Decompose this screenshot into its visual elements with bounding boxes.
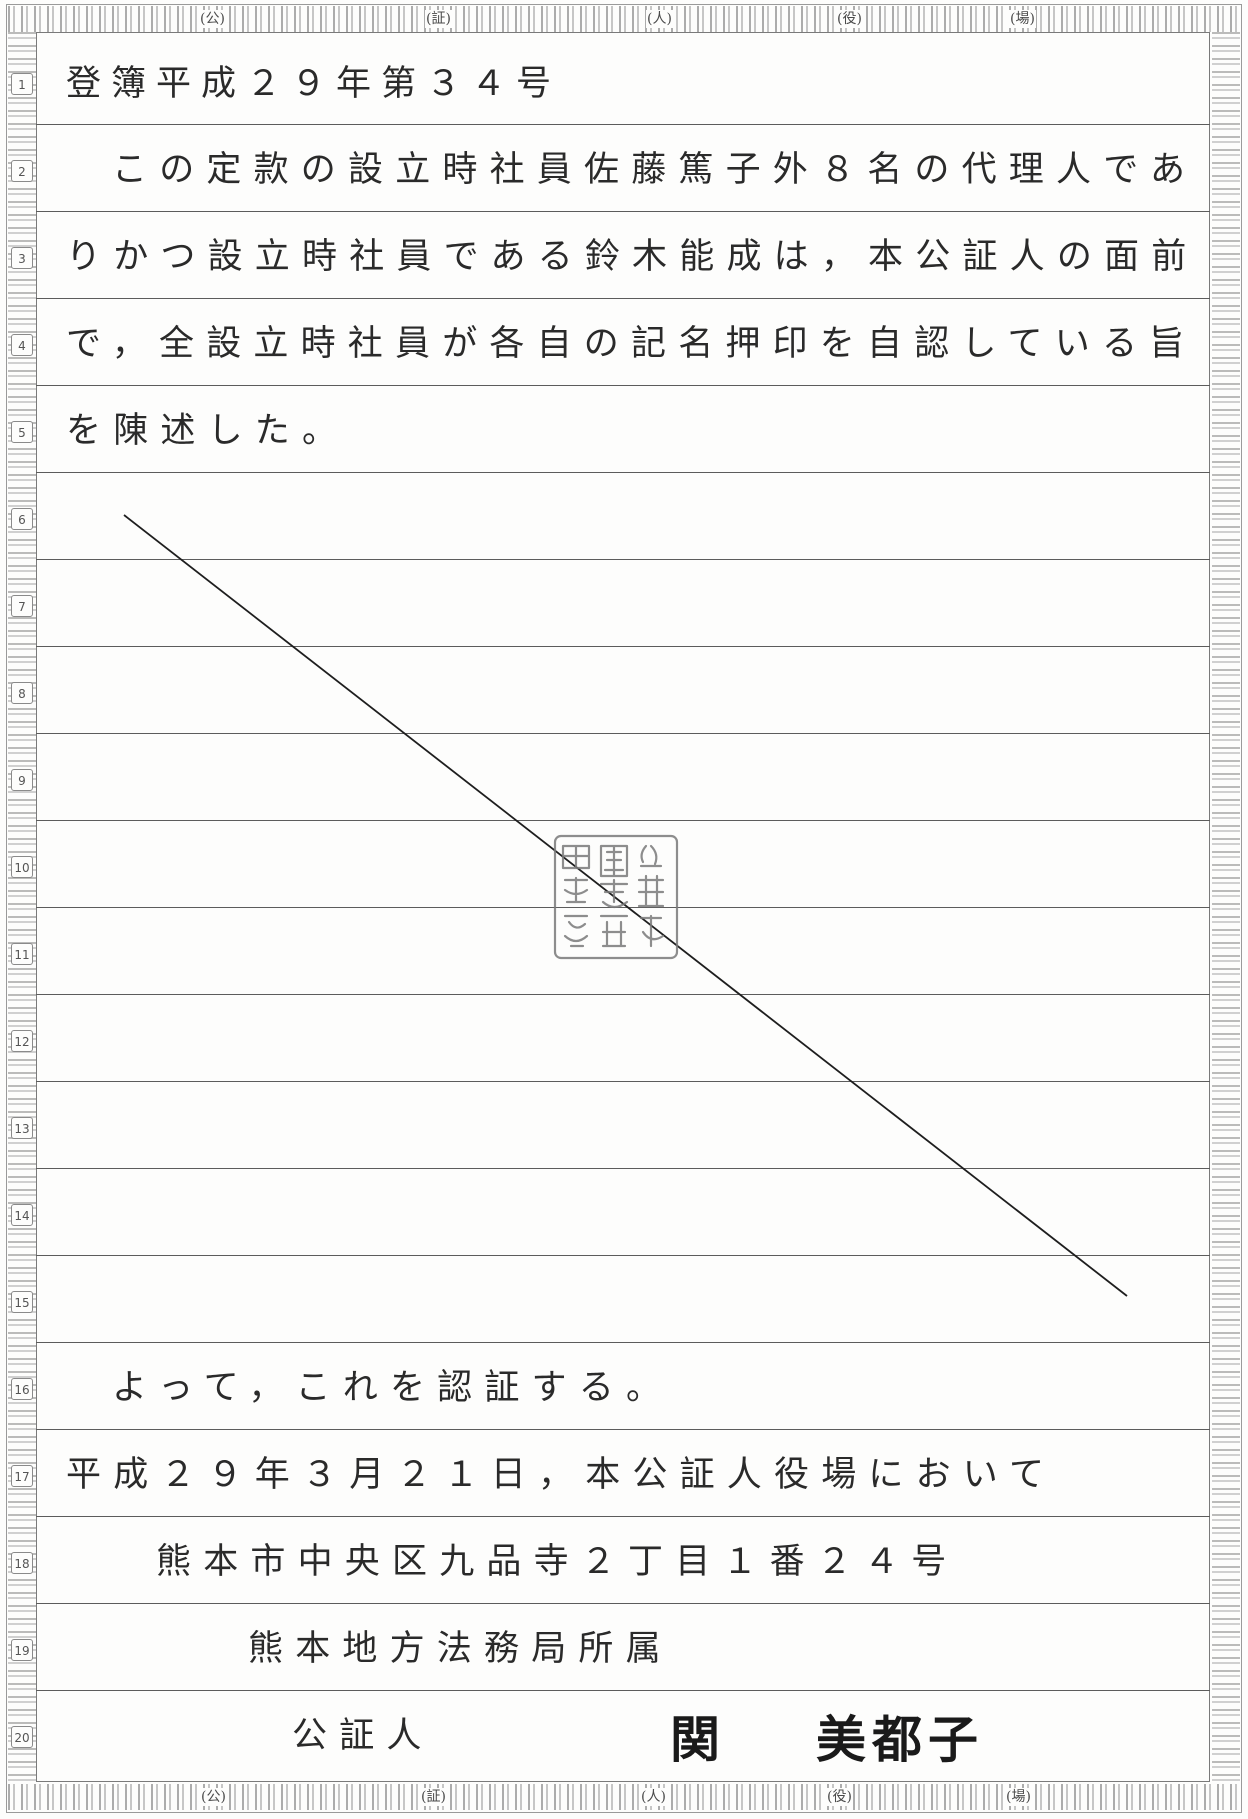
ornamental-border-left: [8, 32, 36, 1784]
ruled-line: [36, 1342, 1210, 1343]
ruled-line: [36, 298, 1210, 299]
signature-given-name: 美都子: [816, 1710, 984, 1769]
line-number: 20: [11, 1726, 33, 1748]
line-number: 15: [11, 1291, 33, 1313]
statement-line: で，全設立時社員が各自の記名押印を自認している旨: [66, 324, 1197, 364]
affiliation-line: 熊本地方法務局所属: [248, 1629, 673, 1669]
ruled-line: [36, 124, 1210, 125]
ornamental-border-right: [1212, 32, 1240, 1784]
line-number: 16: [11, 1378, 33, 1400]
line-number: 13: [11, 1117, 33, 1139]
line-number: 4: [11, 334, 33, 356]
address-line: 熊本市中央区九品寺２丁目１番２４号: [156, 1542, 959, 1582]
ruled-line: [36, 1429, 1210, 1430]
border-label-bottom: (役): [826, 1788, 853, 1806]
ruled-line: [36, 472, 1210, 473]
line-number: 11: [11, 943, 33, 965]
ruled-line: [36, 1168, 1210, 1169]
date-place-line: 平成２９年３月２１日，本公証人役場において: [66, 1455, 1057, 1495]
border-label-top: (公): [199, 10, 226, 28]
border-label-bottom: (場): [1005, 1788, 1032, 1806]
line-number: 9: [11, 769, 33, 791]
ruled-line: [36, 820, 1210, 821]
outer-border: [6, 4, 1242, 1813]
ruled-line: [36, 1690, 1210, 1691]
line-number: 1: [11, 73, 33, 95]
border-label-top: (役): [836, 10, 863, 28]
ruled-line: [36, 994, 1210, 995]
ruled-line: [36, 1255, 1210, 1256]
line-number: 7: [11, 595, 33, 617]
notary-signature: 関 美都子: [670, 1700, 984, 1772]
ruled-line: [36, 559, 1210, 560]
border-label-bottom: (人): [640, 1788, 667, 1806]
border-label-top: (証): [425, 10, 452, 28]
statement-line: を陳述した。: [66, 411, 350, 451]
ruled-line: [36, 733, 1210, 734]
ruled-line: [36, 1516, 1210, 1517]
border-label-top: (場): [1009, 10, 1036, 28]
certification-statement: よって，これを認証する。: [112, 1368, 674, 1408]
statement-line: りかつ設立時社員である鈴木能成は，本公証人の面前: [66, 237, 1199, 277]
statement-line: この定款の設立時社員佐藤篤子外８名の代理人であ: [112, 150, 1198, 190]
border-label-top: (人): [646, 10, 673, 28]
ornamental-border-top: [8, 6, 1240, 32]
line-number: 14: [11, 1204, 33, 1226]
ruled-line: [36, 1081, 1210, 1082]
line-number: 6: [11, 508, 33, 530]
ruled-line: [36, 211, 1210, 212]
ruled-line: [36, 646, 1210, 647]
line-number: 5: [11, 421, 33, 443]
registry-number: 登簿平成２９年第３４号: [66, 64, 562, 104]
line-number: 12: [11, 1030, 33, 1052]
line-number: 2: [11, 160, 33, 182]
ornamental-border-bottom: [8, 1784, 1240, 1810]
ruled-line: [36, 1603, 1210, 1604]
official-seal: [553, 834, 679, 960]
ruled-line: [36, 385, 1210, 386]
line-number: 10: [11, 856, 33, 878]
line-number: 18: [11, 1552, 33, 1574]
line-number: 17: [11, 1465, 33, 1487]
line-number: 8: [11, 682, 33, 704]
line-number: 3: [11, 247, 33, 269]
signature-family-name: 関: [670, 1710, 726, 1769]
line-number: 19: [11, 1639, 33, 1661]
border-label-bottom: (公): [200, 1788, 227, 1806]
notary-title: 公証人: [292, 1716, 434, 1756]
border-label-bottom: (証): [420, 1788, 447, 1806]
